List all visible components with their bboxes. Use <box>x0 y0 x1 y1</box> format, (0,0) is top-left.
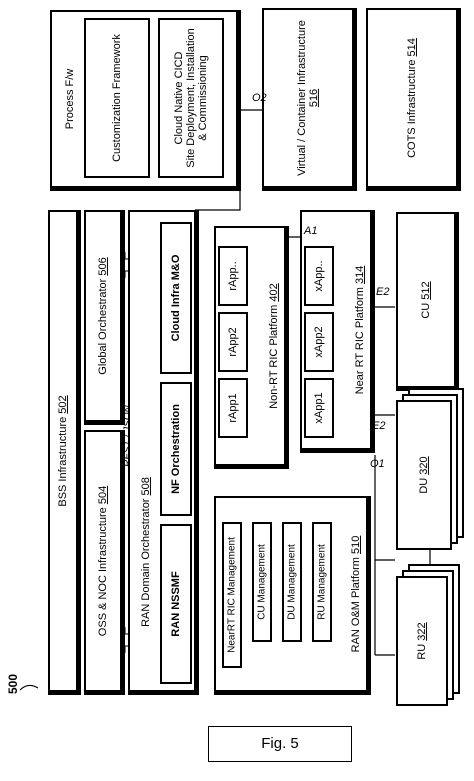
o1-label: O1 <box>370 458 385 470</box>
ran-domain-text: RAN Domain Orchestrator <box>139 498 152 627</box>
du-ref: 320 <box>417 456 430 475</box>
ru-mgmt-label: RU Management <box>316 544 328 620</box>
customization-label: Customization Framework <box>110 34 123 162</box>
cu-box: CU 512 <box>396 212 456 388</box>
cloud-mo-label: Cloud Infra M&O <box>169 254 182 342</box>
global-orch-label: Global Orchestrator 506 <box>97 257 109 374</box>
cloud-infra-mo-box: Cloud Infra M&O <box>160 222 192 374</box>
xapp1-label: xApp1 <box>312 392 325 424</box>
ran-nssmf-box: RAN NSSMF <box>160 524 192 684</box>
bss-ref: 502 <box>56 395 69 414</box>
rapp2-label: rApp2 <box>226 327 239 357</box>
near-rt-ric-label: Near RT RIC Platform 314 <box>354 266 366 395</box>
cu-text: CU <box>419 302 432 319</box>
nf-orchestration-box: NF Orchestration <box>160 382 192 516</box>
virtual-infra-label: Virtual / Container Infrastructure 516 <box>296 20 320 176</box>
global-orch-text: Global Orchestrator <box>96 278 109 375</box>
cicd-box: Cloud Native CICD Site Deployment, Insta… <box>158 18 224 178</box>
a1-label: A1 <box>304 225 318 237</box>
cu-mgmt-label: CU Management <box>256 544 268 620</box>
cu-label: CU 512 <box>420 281 432 318</box>
cu-ref: 512 <box>419 281 432 300</box>
near-rt-ric-text: Near RT RIC Platform <box>353 287 366 395</box>
bss-infra-box: BSS Infrastructure 502 <box>48 210 78 692</box>
customization-framework-box: Customization Framework <box>84 18 150 178</box>
ru-text: RU <box>415 643 428 660</box>
ru-mgmt-box: RU Management <box>312 522 332 642</box>
xapp-more-label: xApp.. <box>312 260 325 292</box>
ran-domain-ref: 508 <box>139 477 152 496</box>
ran-oam-text: RAN O&M Platform <box>349 557 362 653</box>
global-orch-ref: 506 <box>96 257 109 276</box>
xapp-more-box: xApp.. <box>304 246 334 306</box>
non-rt-ric-text: Non-RT RIC Platform <box>267 304 280 409</box>
e2-bottom-label: E2 <box>372 420 386 432</box>
near-rt-ric-ref: 314 <box>353 265 366 285</box>
rapp1-label: rApp1 <box>226 393 239 423</box>
xapp2-box: xApp2 <box>304 312 334 372</box>
cots-infra-ref: 514 <box>405 38 418 57</box>
cots-infra-box: COTS Infrastructure 514 <box>366 8 458 188</box>
xapp2-label: xApp2 <box>312 326 325 358</box>
cu-mgmt-box: CU Management <box>252 522 272 642</box>
ru-box: RU 322 <box>396 576 448 706</box>
nf-orch-label: NF Orchestration <box>169 404 182 494</box>
cots-infra-text: COTS Infrastructure <box>405 59 418 158</box>
ru-ref: 322 <box>415 622 428 641</box>
caption-box: Fig. 5 <box>208 726 352 762</box>
bss-infra-label: BSS Infrastructure 502 <box>57 395 69 506</box>
non-rt-ric-label: Non-RT RIC Platform 402 <box>268 283 280 409</box>
du-mgmt-label: DU Management <box>286 544 298 620</box>
cicd-label: Cloud Native CICD Site Deployment, Insta… <box>173 28 209 167</box>
du-label: DU 320 <box>418 456 430 493</box>
process-fw-title: Process F/w <box>63 68 76 130</box>
non-rt-ric-ref: 402 <box>267 283 280 302</box>
virtual-infra-text: Virtual / Container Infrastructure <box>295 20 308 176</box>
xapp1-box: xApp1 <box>304 378 334 438</box>
du-box: DU 320 <box>396 400 452 550</box>
cicd-line3: & Commissioning <box>197 55 210 141</box>
figure-ref-arrow <box>19 684 39 691</box>
virtual-container-infra-box: Virtual / Container Infrastructure 516 <box>262 8 354 188</box>
oss-noc-box: OSS & NOC Infrastructure 504 <box>84 430 122 692</box>
ran-oam-ref: 510 <box>349 535 362 554</box>
rapp1-box: rApp1 <box>218 378 248 438</box>
cicd-line1: Cloud Native CICD <box>172 51 185 145</box>
bss-text: BSS Infrastructure <box>56 416 69 507</box>
rapp-more-box: rApp.. <box>218 246 248 306</box>
oss-noc-text: OSS & NOC Infrastructure <box>96 507 109 637</box>
e2-top-label: E2 <box>376 286 390 298</box>
ran-domain-label: RAN Domain Orchestrator 508 <box>140 477 152 627</box>
caption-text: Fig. 5 <box>261 735 299 752</box>
figure-ref-label: 500 <box>6 673 20 694</box>
du-mgmt-box: DU Management <box>282 522 302 642</box>
oss-noc-label: OSS & NOC Infrastructure 504 <box>97 486 109 636</box>
global-orchestrator-box: Global Orchestrator 506 <box>84 210 122 422</box>
cots-infra-label: COTS Infrastructure 514 <box>406 38 418 158</box>
ran-nssmf-label: RAN NSSMF <box>169 571 182 637</box>
nearrt-mgmt-box: NearRT RIC Management <box>222 522 242 668</box>
rapp-more-label: rApp.. <box>226 261 239 291</box>
o2-label: O2 <box>252 92 267 104</box>
ru-label: RU 322 <box>416 622 428 659</box>
cicd-line2: Site Deployment, Installation <box>184 28 197 168</box>
rapp2-box: rApp2 <box>218 312 248 372</box>
du-text: DU <box>417 477 430 494</box>
oss-noc-ref: 504 <box>96 485 109 505</box>
virtual-infra-ref: 516 <box>308 88 320 108</box>
ran-oam-label: RAN O&M Platform 510 <box>350 536 362 653</box>
nearrt-mgmt-label: NearRT RIC Management <box>226 537 238 653</box>
